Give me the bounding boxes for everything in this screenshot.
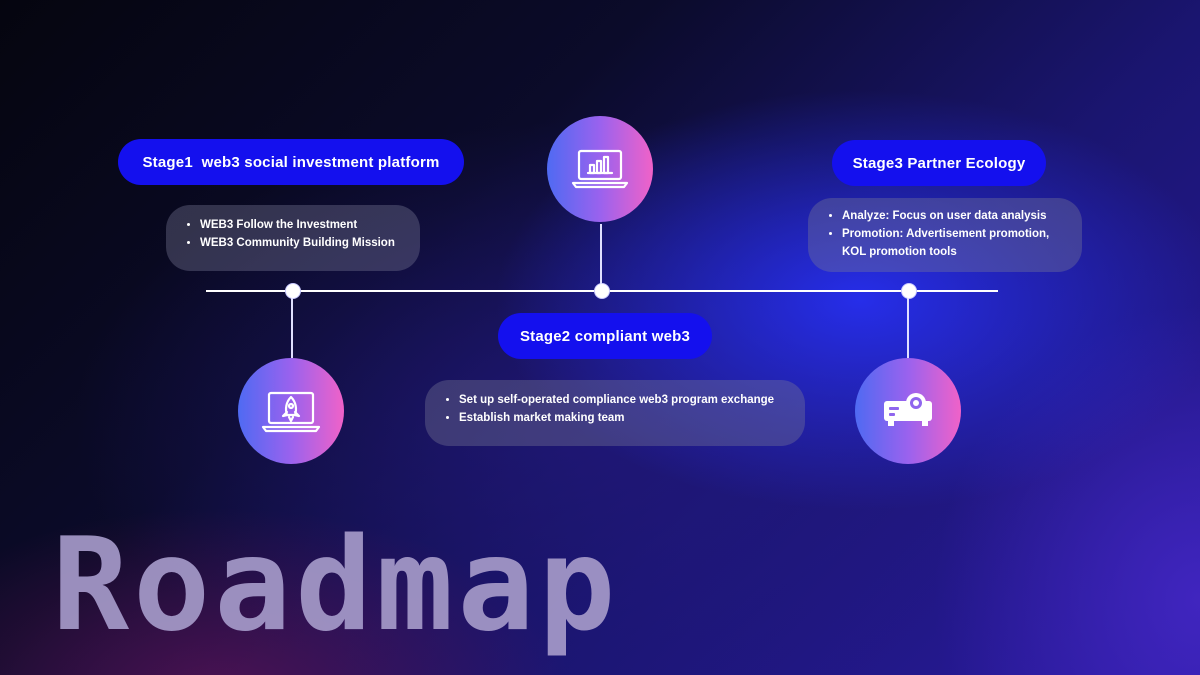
- stage1-bullet-1: WEB3 Follow the Investment: [200, 219, 398, 232]
- stage3-bullet-3: KOL promotion tools: [842, 246, 957, 258]
- stage3-bullet-2: Promotion: Advertisement promotion,: [842, 228, 1060, 241]
- stage3-bullets: Analyze: Focus on user data analysis Pro…: [808, 198, 1082, 272]
- roadmap-title: Roadmap: [52, 511, 620, 660]
- stage1-bullets: WEB3 Follow the Investment WEB3 Communit…: [166, 205, 420, 271]
- stage2-bullet-1: Set up self-operated compliance web3 pro…: [459, 394, 783, 407]
- laptop-rocket-icon: [261, 391, 321, 433]
- connector-stage3: [907, 298, 909, 358]
- stage2-title: Stage2 compliant web3: [498, 313, 712, 359]
- stage3-icon-circle: [855, 358, 961, 464]
- stage1-title: Stage1 web3 social investment platform: [118, 139, 464, 185]
- stage1-bullet-2: WEB3 Community Building Mission: [200, 237, 398, 250]
- timeline-dot-stage1: [285, 283, 301, 299]
- connector-stage2: [600, 224, 602, 284]
- timeline-dot-stage2: [594, 283, 610, 299]
- stage3-title: Stage3 Partner Ecology: [832, 140, 1046, 186]
- stage2-bullets: Set up self-operated compliance web3 pro…: [425, 380, 805, 446]
- stage1-icon-circle: [238, 358, 344, 464]
- stage2-icon-circle: [547, 116, 653, 222]
- timeline-dot-stage3: [901, 283, 917, 299]
- stage2-bullet-2: Establish market making team: [459, 412, 783, 425]
- stage3-bullet-1: Analyze: Focus on user data analysis: [842, 210, 1060, 223]
- laptop-chart-icon: [571, 149, 629, 189]
- projector-icon: [884, 393, 932, 426]
- connector-stage1: [291, 298, 293, 358]
